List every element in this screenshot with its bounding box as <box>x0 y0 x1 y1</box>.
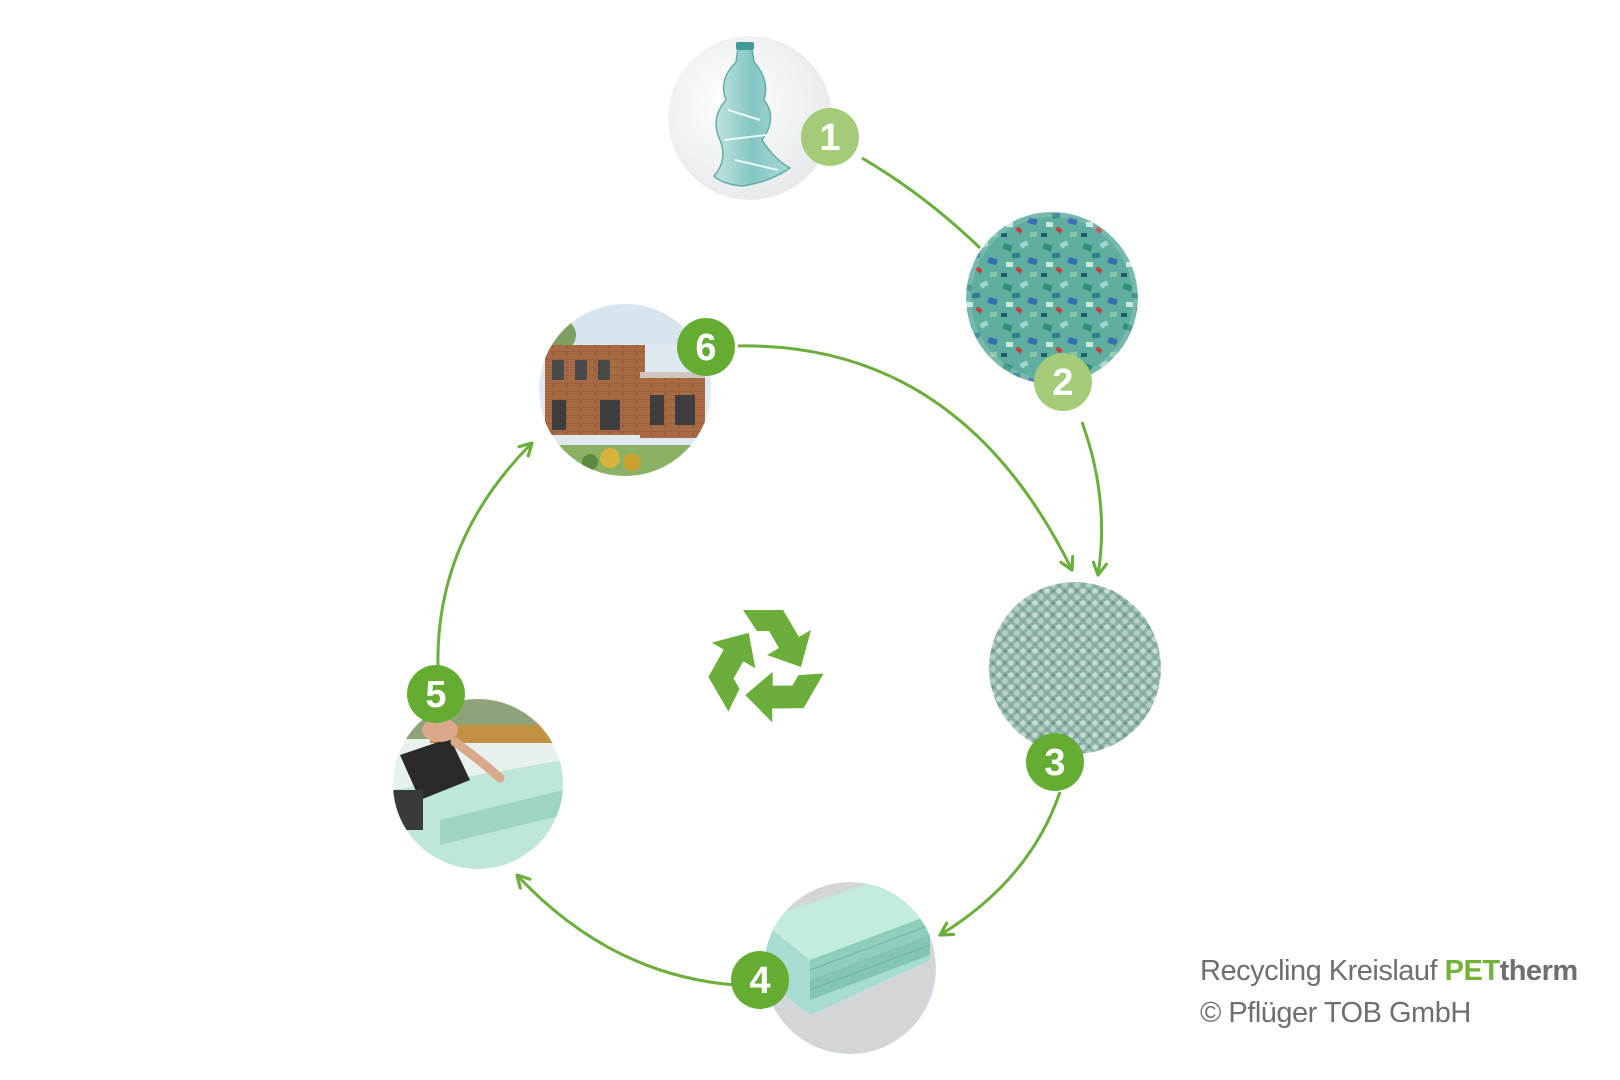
step-number-6: 6 <box>695 327 716 369</box>
step-4-image <box>764 882 936 1054</box>
step-2-image <box>966 212 1138 384</box>
step-1-image <box>668 36 832 200</box>
caption-line-1: Recycling Kreislauf PETtherm <box>1200 950 1578 992</box>
cycle-arrows <box>436 156 1102 987</box>
caption: Recycling Kreislauf PETtherm © Pflüger T… <box>1200 950 1578 1034</box>
arrow-2-to-3 <box>1080 421 1102 575</box>
arrow-5-to-6 <box>436 443 532 669</box>
step-number-5: 5 <box>425 674 446 716</box>
step-number-2: 2 <box>1052 362 1073 404</box>
step-badge-3: 3 <box>1026 733 1084 791</box>
caption-brand-therm: therm <box>1499 955 1579 987</box>
step-number-4: 4 <box>749 960 770 1002</box>
caption-copyright: © Pflüger TOB GmbH <box>1200 997 1471 1029</box>
caption-title: Recycling Kreislauf <box>1200 955 1445 987</box>
step-number-3: 3 <box>1044 742 1065 784</box>
step-5-image <box>393 699 563 869</box>
recycle-icon <box>708 610 824 723</box>
arrow-3-to-4 <box>940 791 1062 935</box>
step-badge-1: 1 <box>801 108 859 166</box>
step-badge-4: 4 <box>731 951 789 1009</box>
arrow-6-to-3 <box>737 344 1072 570</box>
arrow-1-to-2 <box>861 156 982 250</box>
step-badge-6: 6 <box>677 318 735 376</box>
step-number-1: 1 <box>819 117 840 159</box>
arrow-4-to-5 <box>517 875 736 987</box>
step-3-image <box>989 582 1161 754</box>
step-badge-5: 5 <box>407 665 465 723</box>
step-badge-2: 2 <box>1034 353 1092 411</box>
caption-brand-pet: PET <box>1444 955 1500 987</box>
